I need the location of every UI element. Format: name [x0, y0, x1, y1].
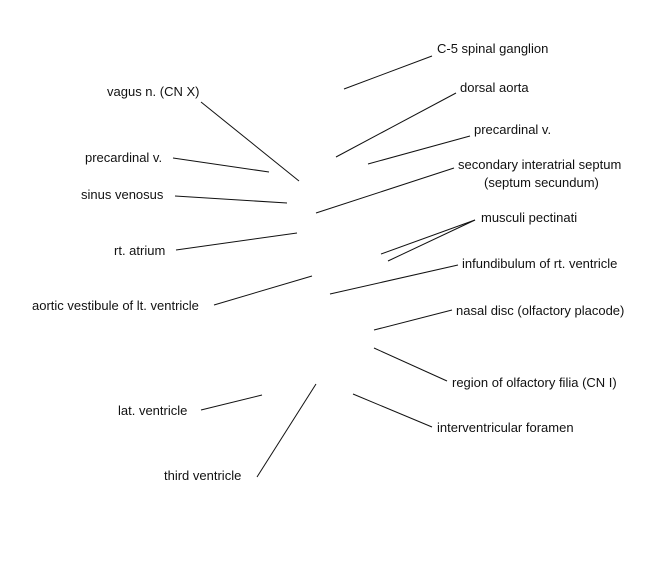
leader-musculi-pectinati-1: [380, 219, 476, 255]
label-rt-atrium: rt. atrium: [114, 243, 165, 258]
leader-interventricular-foramen: [352, 393, 433, 428]
label-third-ventricle: third ventricle: [164, 468, 241, 483]
leader-vagus-n: [200, 101, 300, 182]
label-precardinal-v-right: precardinal v.: [474, 122, 551, 137]
leader-aortic-vestibule: [213, 275, 313, 306]
leader-sinus-venosus: [174, 195, 288, 204]
leader-c5-spinal-ganglion: [343, 55, 433, 90]
label-vagus-n: vagus n. (CN X): [107, 84, 199, 99]
label-musculi-pectinati: musculi pectinati: [481, 210, 577, 225]
label-aortic-vestibule: aortic vestibule of lt. ventricle: [32, 298, 199, 313]
leader-lat-ventricle: [200, 394, 263, 411]
leader-infundibulum: [329, 264, 459, 295]
leader-musculi-pectinati-2: [387, 219, 476, 262]
labels: C-5 spinal ganglion dorsal aorta vagus n…: [32, 41, 624, 483]
label-nasal-disc: nasal disc (olfactory placode): [456, 303, 624, 318]
leader-precardinal-v-right: [367, 135, 471, 165]
leader-nasal-disc: [373, 309, 453, 331]
label-c5-spinal-ganglion: C-5 spinal ganglion: [437, 41, 548, 56]
leader-third-ventricle: [256, 383, 317, 478]
leader-secondary-interatrial-septum: [315, 167, 455, 214]
label-infundibulum: infundibulum of rt. ventricle: [462, 256, 617, 271]
label-interventricular-foramen: interventricular foramen: [437, 420, 574, 435]
label-precardinal-v-left: precardinal v.: [85, 150, 162, 165]
label-dorsal-aorta: dorsal aorta: [460, 80, 529, 95]
label-secondary-interatrial-septum: secondary interatrial septum: [458, 157, 621, 172]
label-lat-ventricle: lat. ventricle: [118, 403, 187, 418]
label-sinus-venosus: sinus venosus: [81, 187, 164, 202]
label-olfactory-filia: region of olfactory filia (CN I): [452, 375, 617, 390]
leader-olfactory-filia: [373, 347, 448, 382]
label-septum-secundum: (septum secundum): [484, 175, 599, 190]
leader-rt-atrium: [175, 232, 298, 251]
leader-dorsal-aorta: [335, 92, 457, 158]
leader-precardinal-v-left: [172, 157, 270, 173]
leader-lines: [172, 55, 476, 478]
